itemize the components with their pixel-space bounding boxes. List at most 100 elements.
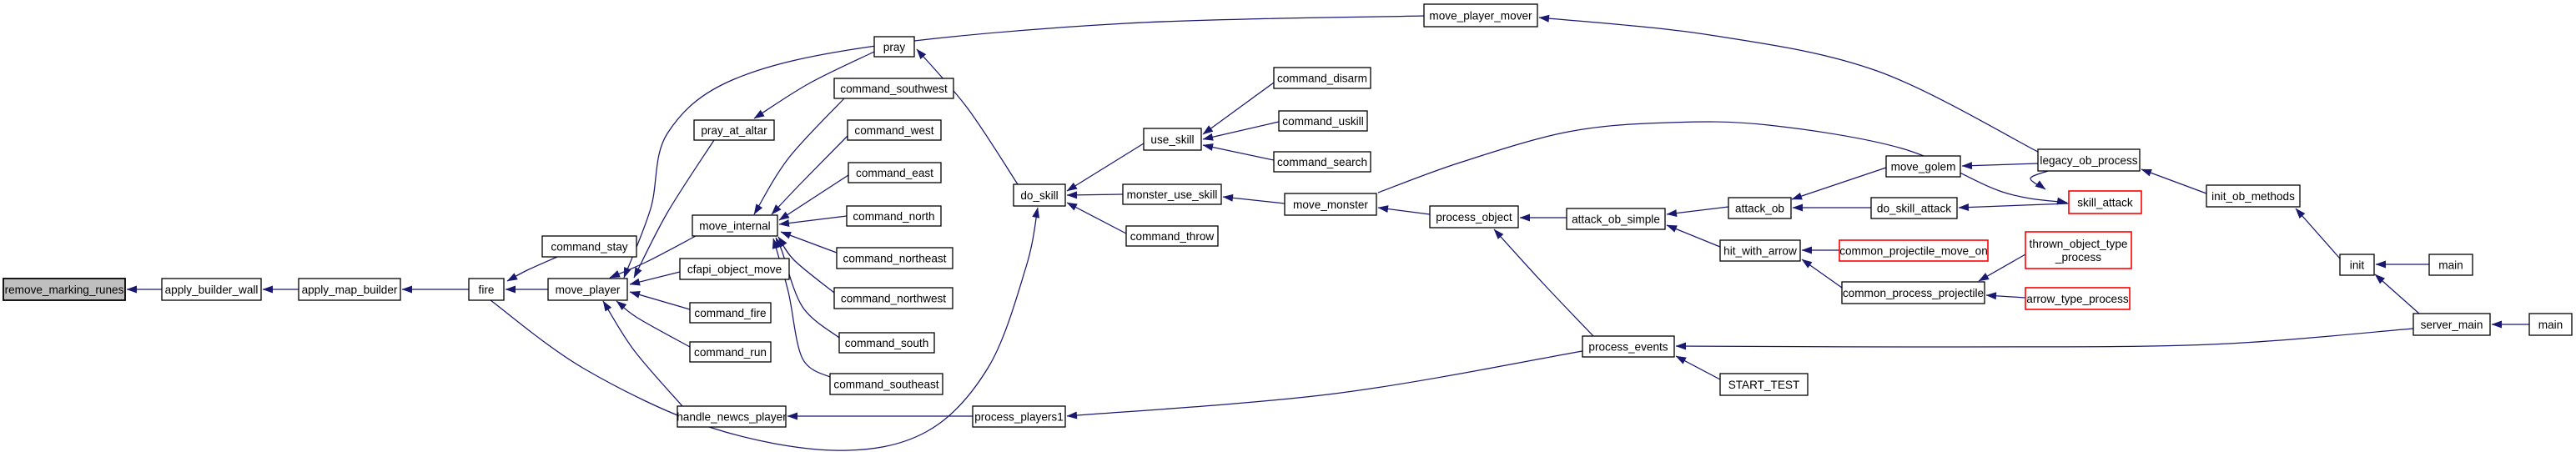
node-label-move_player: move_player — [556, 284, 621, 296]
edge-command_west-to-move_internal — [771, 135, 848, 215]
node-command_run[interactable]: command_run — [689, 341, 772, 363]
node-fire[interactable]: fire — [468, 278, 505, 301]
node-arrow_type_process[interactable]: arrow_type_process — [2025, 287, 2131, 310]
node-pray_at_altar[interactable]: pray_at_altar — [693, 119, 775, 141]
node-label-use_skill: use_skill — [1150, 133, 1194, 146]
node-process_players1[interactable]: process_players1 — [972, 405, 1066, 428]
node-label-command_uskill: command_uskill — [1282, 115, 1363, 128]
node-label-arrow_type_process: arrow_type_process — [2026, 293, 2129, 305]
node-apply_map_builder[interactable]: apply_map_builder — [298, 278, 401, 301]
node-label-command_northeast: command_northeast — [843, 252, 947, 264]
node-do_skill_attack[interactable]: do_skill_attack — [1870, 197, 1958, 219]
node-label-thrown_object_type_process: thrown_object_type_process — [2030, 238, 2128, 264]
edge-move_golem-to-attack_ob — [1791, 167, 1887, 200]
edge-common_process_projectile-to-hit_with_arrow — [1801, 259, 1843, 289]
node-command_west[interactable]: command_west — [847, 119, 942, 141]
node-label-command_stay: command_stay — [551, 240, 627, 253]
node-label-command_fire: command_fire — [694, 307, 766, 319]
node-init_ob_methods[interactable]: init_ob_methods — [2206, 184, 2301, 208]
node-command_south[interactable]: command_south — [838, 332, 935, 354]
node-command_fire[interactable]: command_fire — [689, 302, 772, 324]
node-label-command_run: command_run — [694, 346, 767, 359]
node-label-command_west: command_west — [854, 124, 933, 137]
node-label-pray: pray — [883, 41, 906, 53]
edge-command_northeast-to-move_internal — [780, 231, 838, 254]
node-process_events[interactable]: process_events — [1582, 335, 1675, 358]
node-label-command_south: command_south — [845, 337, 929, 349]
edge-command_southwest-to-move_internal — [753, 98, 845, 215]
node-move_monster[interactable]: move_monster — [1284, 193, 1377, 216]
node-label-cfapi_object_move: cfapi_object_move — [687, 263, 782, 275]
edge-pray-to-pray_at_altar — [753, 51, 875, 119]
edge-use_skill-to-do_skill — [1066, 143, 1145, 192]
edge-skill_attack-to-do_skill_attack — [1958, 203, 2070, 212]
node-hit_with_arrow[interactable]: hit_with_arrow — [1719, 239, 1801, 262]
node-cfapi_object_move[interactable]: cfapi_object_move — [679, 258, 790, 280]
node-START_TEST[interactable]: START_TEST — [1719, 373, 1809, 396]
node-monster_use_skill[interactable]: monster_use_skill — [1122, 183, 1222, 205]
node-common_process_projectile[interactable]: common_process_projectile — [1841, 281, 1985, 304]
node-label-attack_ob_simple: attack_ob_simple — [1572, 213, 1660, 225]
node-command_throw[interactable]: command_throw — [1125, 225, 1219, 247]
node-legacy_ob_process[interactable]: legacy_ob_process — [2037, 148, 2141, 172]
node-command_east[interactable]: command_east — [848, 162, 942, 183]
node-label-remove_marking_runes: remove_marking_runes — [5, 284, 124, 296]
node-pray[interactable]: pray — [873, 36, 915, 58]
node-main_1[interactable]: main — [2428, 254, 2473, 276]
edge-init-to-init_ob_methods — [2295, 208, 2341, 259]
node-label-command_search: command_search — [1277, 156, 1367, 168]
edge-process_events-to-process_object — [1493, 229, 1594, 337]
node-label-do_skill: do_skill — [1020, 189, 1058, 202]
edge-pray_at_altar-to-move_player — [633, 139, 715, 279]
node-apply_builder_wall[interactable]: apply_builder_wall — [161, 278, 262, 301]
node-command_northwest[interactable]: command_northwest — [833, 287, 953, 309]
edge-cfapi_object_move-to-move_player — [629, 271, 681, 286]
edge-move_monster-to-monster_use_skill — [1222, 193, 1285, 204]
node-do_skill[interactable]: do_skill — [1013, 183, 1066, 207]
edge-command_east-to-move_internal — [778, 174, 849, 221]
node-main_2[interactable]: main — [2528, 313, 2573, 336]
node-command_north[interactable]: command_north — [846, 205, 942, 227]
node-move_golem[interactable]: move_golem — [1885, 155, 1961, 178]
node-command_uskill[interactable]: command_uskill — [1278, 110, 1368, 132]
node-common_projectile_move_on[interactable]: common_projectile_move_on — [1839, 239, 1989, 262]
node-command_search[interactable]: command_search — [1273, 151, 1371, 173]
node-attack_ob[interactable]: attack_ob — [1728, 197, 1792, 219]
node-command_stay[interactable]: command_stay — [541, 235, 637, 258]
node-command_disarm[interactable]: command_disarm — [1273, 67, 1371, 89]
node-label-main_2: main — [2538, 319, 2563, 331]
node-handle_newcs_player[interactable]: handle_newcs_player — [677, 405, 787, 428]
node-move_player[interactable]: move_player — [547, 278, 628, 301]
node-skill_attack[interactable]: skill_attack — [2068, 190, 2142, 214]
node-label-server_main: server_main — [2421, 319, 2483, 331]
edge-legacy_ob_process-to-move_golem — [1961, 162, 2039, 170]
node-label-START_TEST: START_TEST — [1728, 379, 1800, 391]
node-label-command_southwest: command_southwest — [840, 83, 948, 95]
edge-legacy_ob_process-to-skill_attack — [2030, 170, 2049, 190]
node-move_internal[interactable]: move_internal — [692, 214, 778, 237]
edge-command_uskill-to-use_skill — [1202, 121, 1280, 141]
node-thrown_object_type_process[interactable]: thrown_object_type_process — [2025, 231, 2132, 269]
node-command_northeast[interactable]: command_northeast — [836, 247, 953, 269]
node-remove_marking_runes: remove_marking_runes — [3, 278, 126, 301]
node-label-handle_newcs_player: handle_newcs_player — [677, 410, 787, 423]
node-label-monster_use_skill: monster_use_skill — [1127, 188, 1218, 201]
node-label-apply_map_builder: apply_map_builder — [302, 284, 398, 296]
node-init[interactable]: init — [2339, 254, 2375, 276]
node-attack_ob_simple[interactable]: attack_ob_simple — [1566, 208, 1666, 230]
node-command_southwest[interactable]: command_southwest — [833, 78, 954, 99]
node-use_skill[interactable]: use_skill — [1143, 128, 1202, 151]
node-server_main[interactable]: server_main — [2412, 313, 2491, 336]
node-label-legacy_ob_process: legacy_ob_process — [2040, 154, 2137, 167]
node-label-move_internal: move_internal — [699, 219, 770, 232]
edge-move_player_mover-to-move_player — [623, 15, 1425, 279]
node-label-common_projectile_move_on: common_projectile_move_on — [1839, 244, 1988, 257]
node-move_player_mover[interactable]: move_player_mover — [1423, 3, 1538, 28]
edge-monster_use_skill-to-do_skill — [1066, 191, 1124, 199]
node-process_object[interactable]: process_object — [1429, 205, 1519, 229]
node-label-pray_at_altar: pray_at_altar — [701, 124, 767, 137]
edge-process_events-to-process_players1 — [1066, 350, 1583, 419]
node-command_southeast[interactable]: command_southeast — [829, 373, 943, 395]
edge-command_disarm-to-use_skill — [1202, 82, 1275, 135]
node-label-move_player_mover: move_player_mover — [1429, 9, 1532, 22]
